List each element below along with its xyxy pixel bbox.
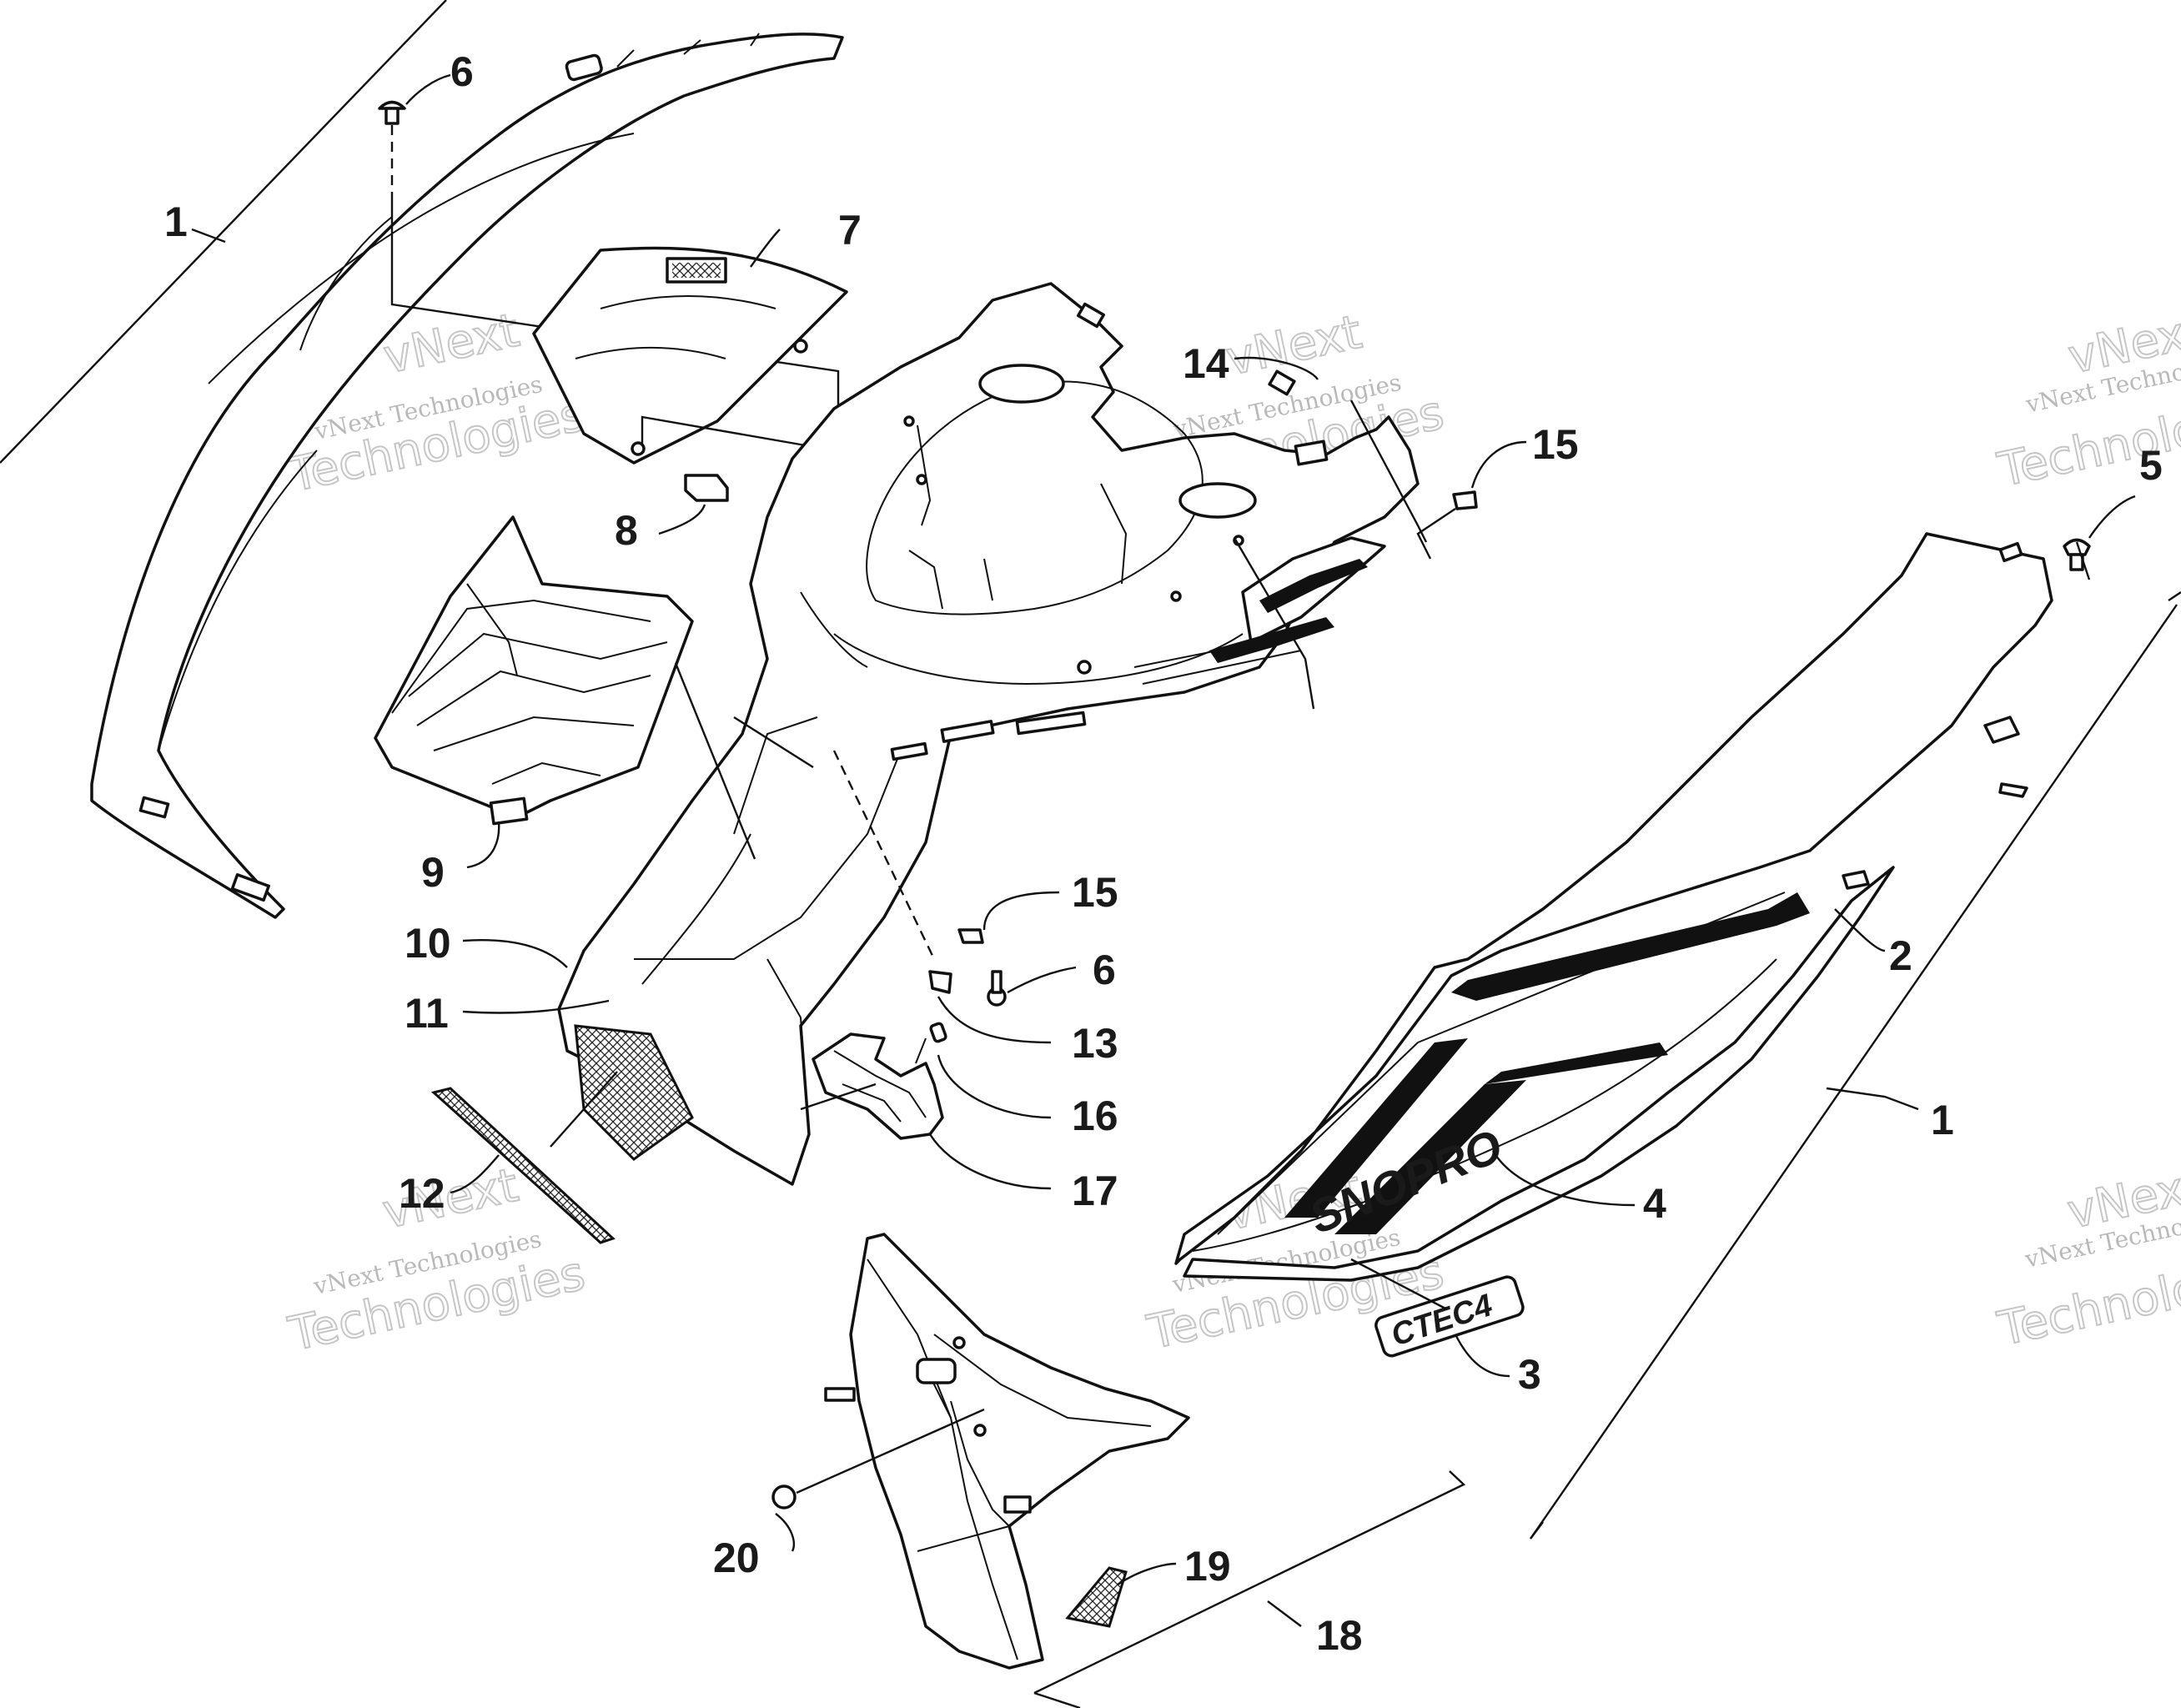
clip-15-top	[1452, 490, 1478, 510]
leader-10	[462, 939, 568, 968]
leader-11	[462, 999, 610, 1014]
callout-1-left: 1	[164, 198, 188, 245]
callout-6-top: 6	[450, 48, 474, 95]
leader-20	[775, 1513, 795, 1552]
callout-3: 3	[1518, 1351, 1541, 1398]
screw-20	[771, 1484, 797, 1510]
screw-16	[915, 1022, 947, 1064]
side-panel-right: SNOPRO CTEC4	[1174, 532, 2053, 1358]
leader-6-mid	[1007, 966, 1077, 994]
leader-8	[658, 504, 706, 535]
leader-17	[928, 1133, 1052, 1190]
svg-text:Technolo: Technolo	[1993, 1261, 2181, 1357]
nut-13	[928, 970, 952, 994]
leader-16	[937, 1054, 1052, 1119]
leader-9	[466, 821, 500, 869]
hood-body-10	[557, 282, 1420, 1186]
leader-4	[1491, 1150, 1636, 1207]
watermark-6: vNex vNext Techno Technolo	[1993, 1161, 2181, 1357]
mesh-decal-12	[430, 1087, 616, 1244]
callout-7: 7	[838, 207, 862, 254]
callout-16: 16	[1072, 1093, 1118, 1139]
lower-nose-18	[824, 1233, 1190, 1670]
leader-15-top	[1470, 440, 1527, 489]
leader-1-right	[1530, 591, 2181, 1540]
clip-15-mid	[957, 928, 984, 944]
callout-2: 2	[1889, 932, 1912, 979]
screw-6-mid	[987, 970, 1007, 1007]
leader-7	[750, 229, 781, 268]
leader-5	[2088, 495, 2136, 539]
callout-15-mid: 15	[1072, 869, 1118, 916]
clip-14	[1268, 369, 1296, 396]
callout-19: 19	[1184, 1543, 1231, 1590]
leader-6-top	[405, 73, 451, 105]
callout-6-mid: 6	[1093, 947, 1116, 993]
leader-13	[937, 996, 1052, 1044]
mesh-decal-19	[1065, 1566, 1128, 1628]
clip-8	[684, 474, 729, 502]
callout-9: 9	[421, 849, 445, 896]
windshield-7	[532, 246, 848, 465]
callout-14: 14	[1183, 340, 1229, 387]
callout-10: 10	[405, 920, 451, 967]
side-panel-left	[90, 33, 844, 919]
callout-15-top: 15	[1532, 421, 1579, 468]
screw-6-top	[378, 100, 406, 125]
callout-12: 12	[399, 1170, 445, 1217]
callout-18: 18	[1316, 1612, 1363, 1659]
leader-18	[1033, 1470, 1466, 1695]
callout-11: 11	[405, 990, 449, 1037]
leader-14	[1234, 356, 1319, 380]
callout-13: 13	[1072, 1020, 1118, 1067]
callout-4: 4	[1643, 1180, 1666, 1227]
leader-3	[1454, 1334, 1510, 1378]
leader-1-left	[0, 0, 447, 464]
vent-9	[374, 515, 694, 826]
leader-19	[1117, 1562, 1177, 1585]
leader-2	[1834, 908, 1886, 952]
callout-1-right: 1	[1931, 1097, 1954, 1143]
callout-8: 8	[615, 507, 638, 554]
callout-17: 17	[1072, 1168, 1118, 1214]
callout-5: 5	[2139, 442, 2163, 489]
leader-12	[450, 1154, 500, 1194]
bracket-17	[812, 1032, 944, 1140]
svg-text:vNext: vNext	[1222, 305, 1367, 387]
decal-11	[574, 1024, 694, 1161]
leader-15-mid	[982, 891, 1060, 931]
callout-20: 20	[713, 1535, 760, 1581]
screw-5	[2063, 538, 2091, 571]
